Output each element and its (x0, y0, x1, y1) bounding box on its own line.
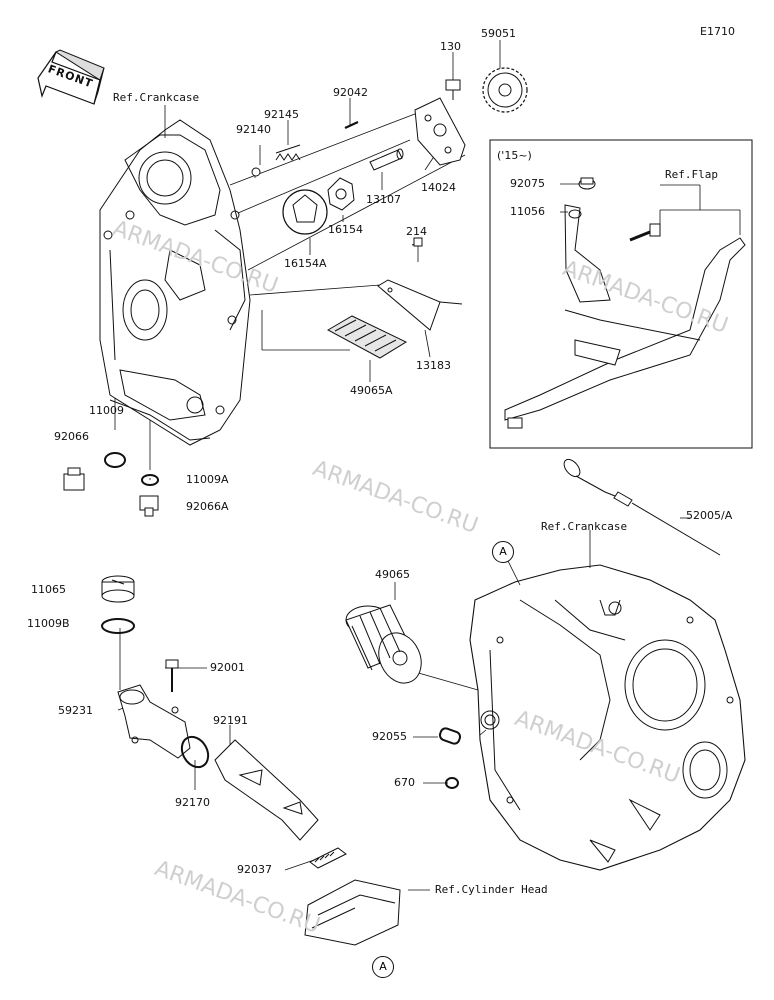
outer-rotor-drawing (282, 189, 328, 235)
pump-cover-drawing (414, 97, 466, 166)
bolt-130-drawing (445, 79, 461, 100)
ref-flap-label: Ref.Flap (665, 168, 718, 181)
oil-pump-gear-drawing (482, 67, 528, 113)
o-ring-670-drawing (445, 777, 459, 789)
filler-cap-drawing (101, 575, 135, 603)
part-label-130: 130 (440, 40, 461, 53)
part-label-92042: 92042 (333, 86, 368, 99)
part-label-92001: 92001 (210, 661, 245, 674)
oil-filter-drawing (345, 604, 422, 684)
plate-13183-drawing (377, 279, 463, 331)
filler-pipe-drawing (117, 684, 191, 759)
oil-screen-drawing (326, 315, 408, 359)
part-label-14024: 14024 (421, 181, 456, 194)
variant-frame (489, 139, 753, 449)
screw-214-drawing (411, 237, 423, 247)
ball-92140-drawing (251, 167, 261, 177)
inner-rotor-drawing (327, 177, 355, 211)
part-label-92037: 92037 (237, 863, 272, 876)
part-label-670: 670 (394, 776, 415, 789)
part-label-49065: 49065 (375, 568, 410, 581)
drain-plug-92066-drawing (63, 467, 85, 491)
breather-92037-drawing (309, 847, 347, 869)
flap-bolt-drawing (629, 223, 661, 242)
part-label-11056: 11056 (510, 205, 545, 218)
part-label-92066: 92066 (54, 430, 89, 443)
part-label-16154A: 16154A (284, 257, 327, 270)
variant-label: ('15~) (497, 149, 532, 162)
part-label-92066A: 92066A (186, 500, 229, 513)
flap-ref-bracket (560, 183, 741, 235)
bolt-92001-drawing (165, 659, 179, 692)
nut-92075-drawing (578, 177, 596, 190)
part-label-92145: 92145 (264, 108, 299, 121)
dipstick-drawing (563, 458, 721, 556)
crankcase-cover-drawing (99, 119, 251, 446)
o-ring-92055-drawing (438, 727, 462, 745)
washer-11009A-drawing (141, 474, 159, 486)
flap-linkage-drawing (504, 204, 746, 429)
crankcase-right-drawing (469, 564, 746, 871)
callout-a-marker: A (492, 541, 514, 563)
part-label-59051: 59051 (481, 27, 516, 40)
part-label-11009A: 11009A (186, 473, 229, 486)
diagram-code: E1710 (700, 25, 735, 38)
shaft-13107-drawing (369, 148, 404, 171)
part-label-52005A: 52005/A (686, 509, 733, 522)
part-label-13183: 13183 (416, 359, 451, 372)
part-label-92140: 92140 (236, 123, 271, 136)
part-label-13107: 13107 (366, 193, 401, 206)
hose-92191-drawing (214, 739, 319, 841)
drain-plug-92066A-drawing (139, 495, 159, 517)
part-label-16154: 16154 (328, 223, 363, 236)
part-label-59231: 59231 (58, 704, 93, 717)
part-label-92075: 92075 (510, 177, 545, 190)
leader-lines-upper (114, 40, 501, 480)
ref-crankcase-label: Ref.Crankcase (113, 91, 200, 104)
part-label-11065: 11065 (31, 583, 66, 596)
washer-11009-drawing (104, 452, 126, 468)
part-label-92055: 92055 (372, 730, 407, 743)
front-arrow-icon (37, 49, 105, 105)
part-label-49065A: 49065A (350, 384, 393, 397)
part-label-11009B: 11009B (27, 617, 70, 630)
spring-92145-drawing (275, 144, 301, 161)
ref-crankcase-label: Ref.Crankcase (541, 520, 628, 533)
gasket-11009B-drawing (101, 618, 135, 634)
part-label-11009: 11009 (89, 404, 124, 417)
part-label-92170: 92170 (175, 796, 210, 809)
clamp-92170-drawing (180, 735, 210, 769)
callout-a-marker: A (372, 956, 394, 978)
part-label-92191: 92191 (213, 714, 248, 727)
ref-cylinder-head-label: Ref.Cylinder Head (435, 883, 548, 896)
part-label-214: 214 (406, 225, 427, 238)
pin-92042-drawing (344, 121, 359, 129)
cylinder-head-ref-drawing (304, 879, 401, 946)
